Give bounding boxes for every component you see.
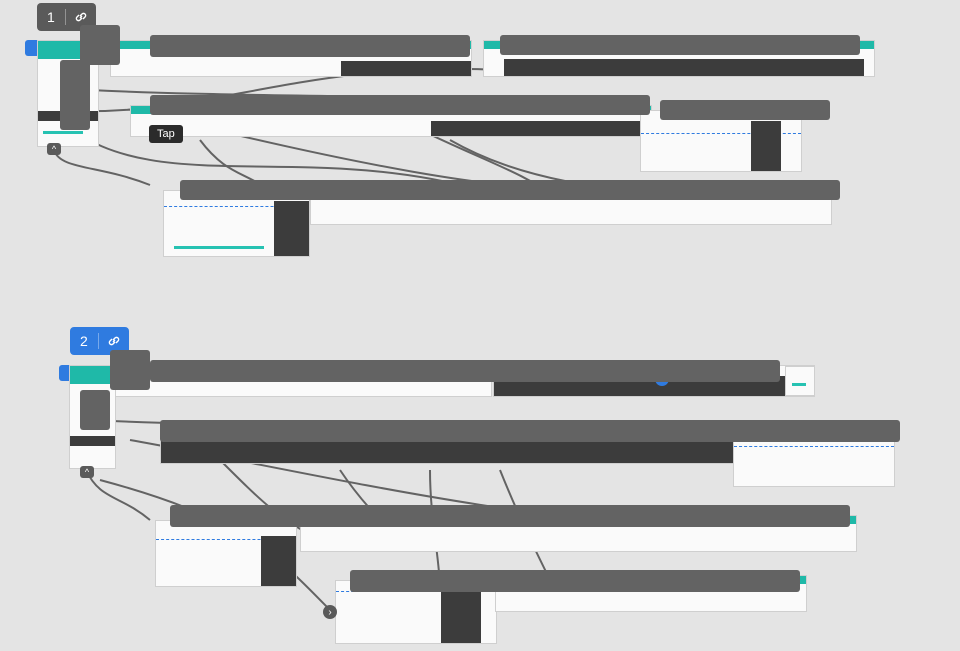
chevron-right-icon[interactable]: › <box>323 605 337 619</box>
flow-number: 1 <box>37 9 66 25</box>
interaction-tooltip: Tap <box>149 125 183 143</box>
chevron-up-icon[interactable]: ^ <box>47 143 61 155</box>
artboard-detail-1[interactable] <box>640 110 802 172</box>
artboard-detail-2[interactable] <box>155 520 297 587</box>
artboard-detail-2[interactable] <box>163 190 310 257</box>
chevron-up-icon[interactable]: ^ <box>80 466 94 478</box>
flow-start-marker[interactable] <box>25 40 37 56</box>
flow-number: 2 <box>70 333 99 349</box>
link-icon[interactable] <box>99 334 129 348</box>
flow-start-marker[interactable] <box>59 365 71 381</box>
artboard-end[interactable] <box>785 366 815 396</box>
link-icon[interactable] <box>66 10 96 24</box>
